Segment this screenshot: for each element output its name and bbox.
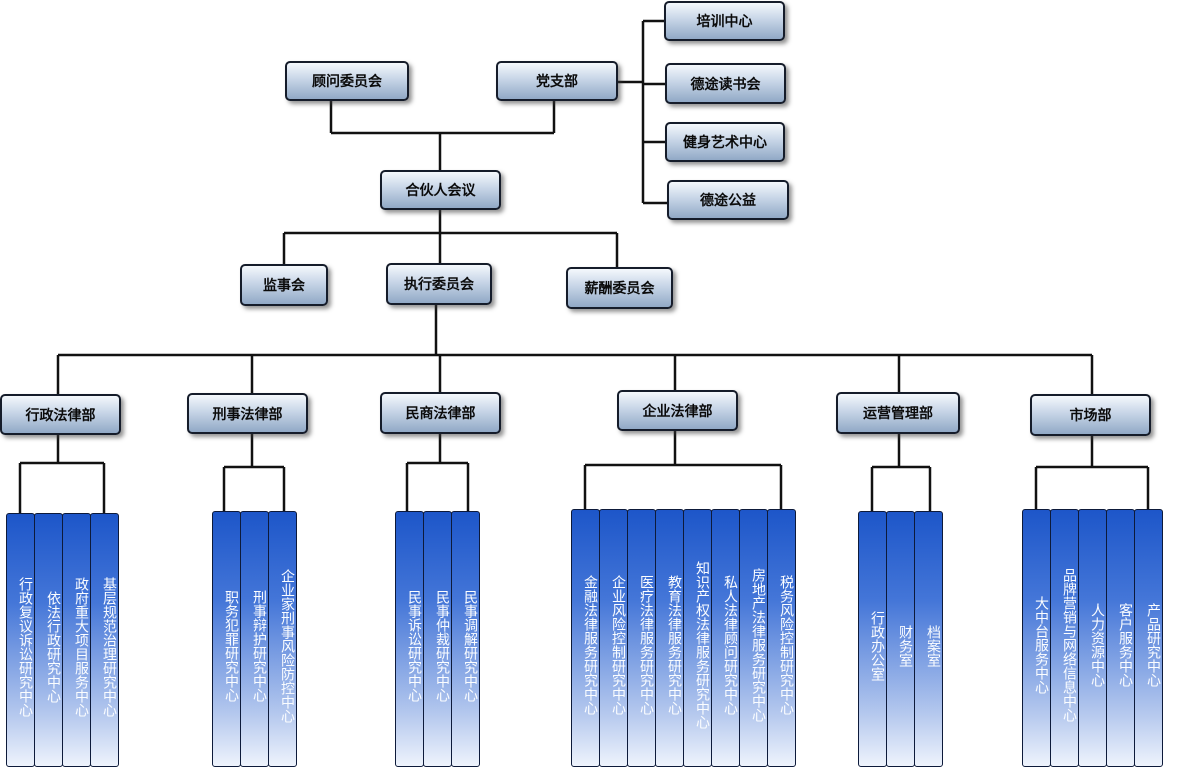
department-criminal-law: 刑事法律部 xyxy=(187,393,308,434)
center-box: 民事诉讼研究中心 xyxy=(395,511,424,767)
department-civil-commercial-law: 民商法律部 xyxy=(380,392,501,434)
center-box: 税务风险控制研究中心 xyxy=(767,509,796,767)
advisory-committee-box: 顾问委员会 xyxy=(285,61,409,101)
center-box: 人力资源中心 xyxy=(1078,509,1107,767)
department-operations-management: 运营管理部 xyxy=(836,392,960,434)
center-box: 房地产法律服务研究中心 xyxy=(739,509,768,767)
executive-committee-box: 执行委员会 xyxy=(386,263,492,305)
center-box: 企业家刑事风险防控中心 xyxy=(268,511,297,767)
compensation-committee-box: 薪酬委员会 xyxy=(566,267,673,309)
center-box: 职务犯罪研究中心 xyxy=(212,511,241,767)
partners-meeting-box: 合伙人会议 xyxy=(380,170,501,210)
center-box: 医疗法律服务研究中心 xyxy=(627,509,656,767)
party-unit-public-welfare: 德途公益 xyxy=(667,180,789,220)
center-box: 刑事辩护研究中心 xyxy=(240,511,269,767)
center-box: 品牌营销与网络信息中心 xyxy=(1050,509,1079,767)
department-administrative-law: 行政法律部 xyxy=(0,394,121,435)
center-box: 金融法律服务研究中心 xyxy=(571,509,600,767)
center-box: 知识产权法律服务研究中心 xyxy=(683,509,712,767)
party-unit-fitness-art-center: 健身艺术中心 xyxy=(665,122,785,162)
supervisory-board-box: 监事会 xyxy=(240,264,328,306)
center-box: 私人法律顾问研究中心 xyxy=(711,509,740,767)
center-box: 基层规范治理研究中心 xyxy=(90,513,119,767)
center-box: 产品研究中心 xyxy=(1134,509,1163,767)
center-box: 民事调解研究中心 xyxy=(451,511,480,767)
center-box: 行政办公室 xyxy=(858,511,887,767)
center-box: 行政复议诉讼研究中心 xyxy=(6,513,35,767)
center-box: 财务室 xyxy=(886,511,915,767)
center-box: 民事仲裁研究中心 xyxy=(423,511,452,767)
center-box: 企业风险控制研究中心 xyxy=(599,509,628,767)
department-corporate-law: 企业法律部 xyxy=(617,390,738,431)
center-box: 教育法律服务研究中心 xyxy=(655,509,684,767)
center-box: 客户服务中心 xyxy=(1106,509,1135,767)
department-marketing: 市场部 xyxy=(1030,394,1151,436)
center-box: 政府重大项目服务中心 xyxy=(62,513,91,767)
party-unit-training-center: 培训中心 xyxy=(664,1,785,41)
center-box: 依法行政研究中心 xyxy=(34,513,63,767)
party-branch-box: 党支部 xyxy=(496,61,618,101)
center-box: 大中台服务中心 xyxy=(1022,509,1051,767)
party-unit-reading-club: 德途读书会 xyxy=(665,63,786,104)
center-box: 档案室 xyxy=(914,511,943,767)
